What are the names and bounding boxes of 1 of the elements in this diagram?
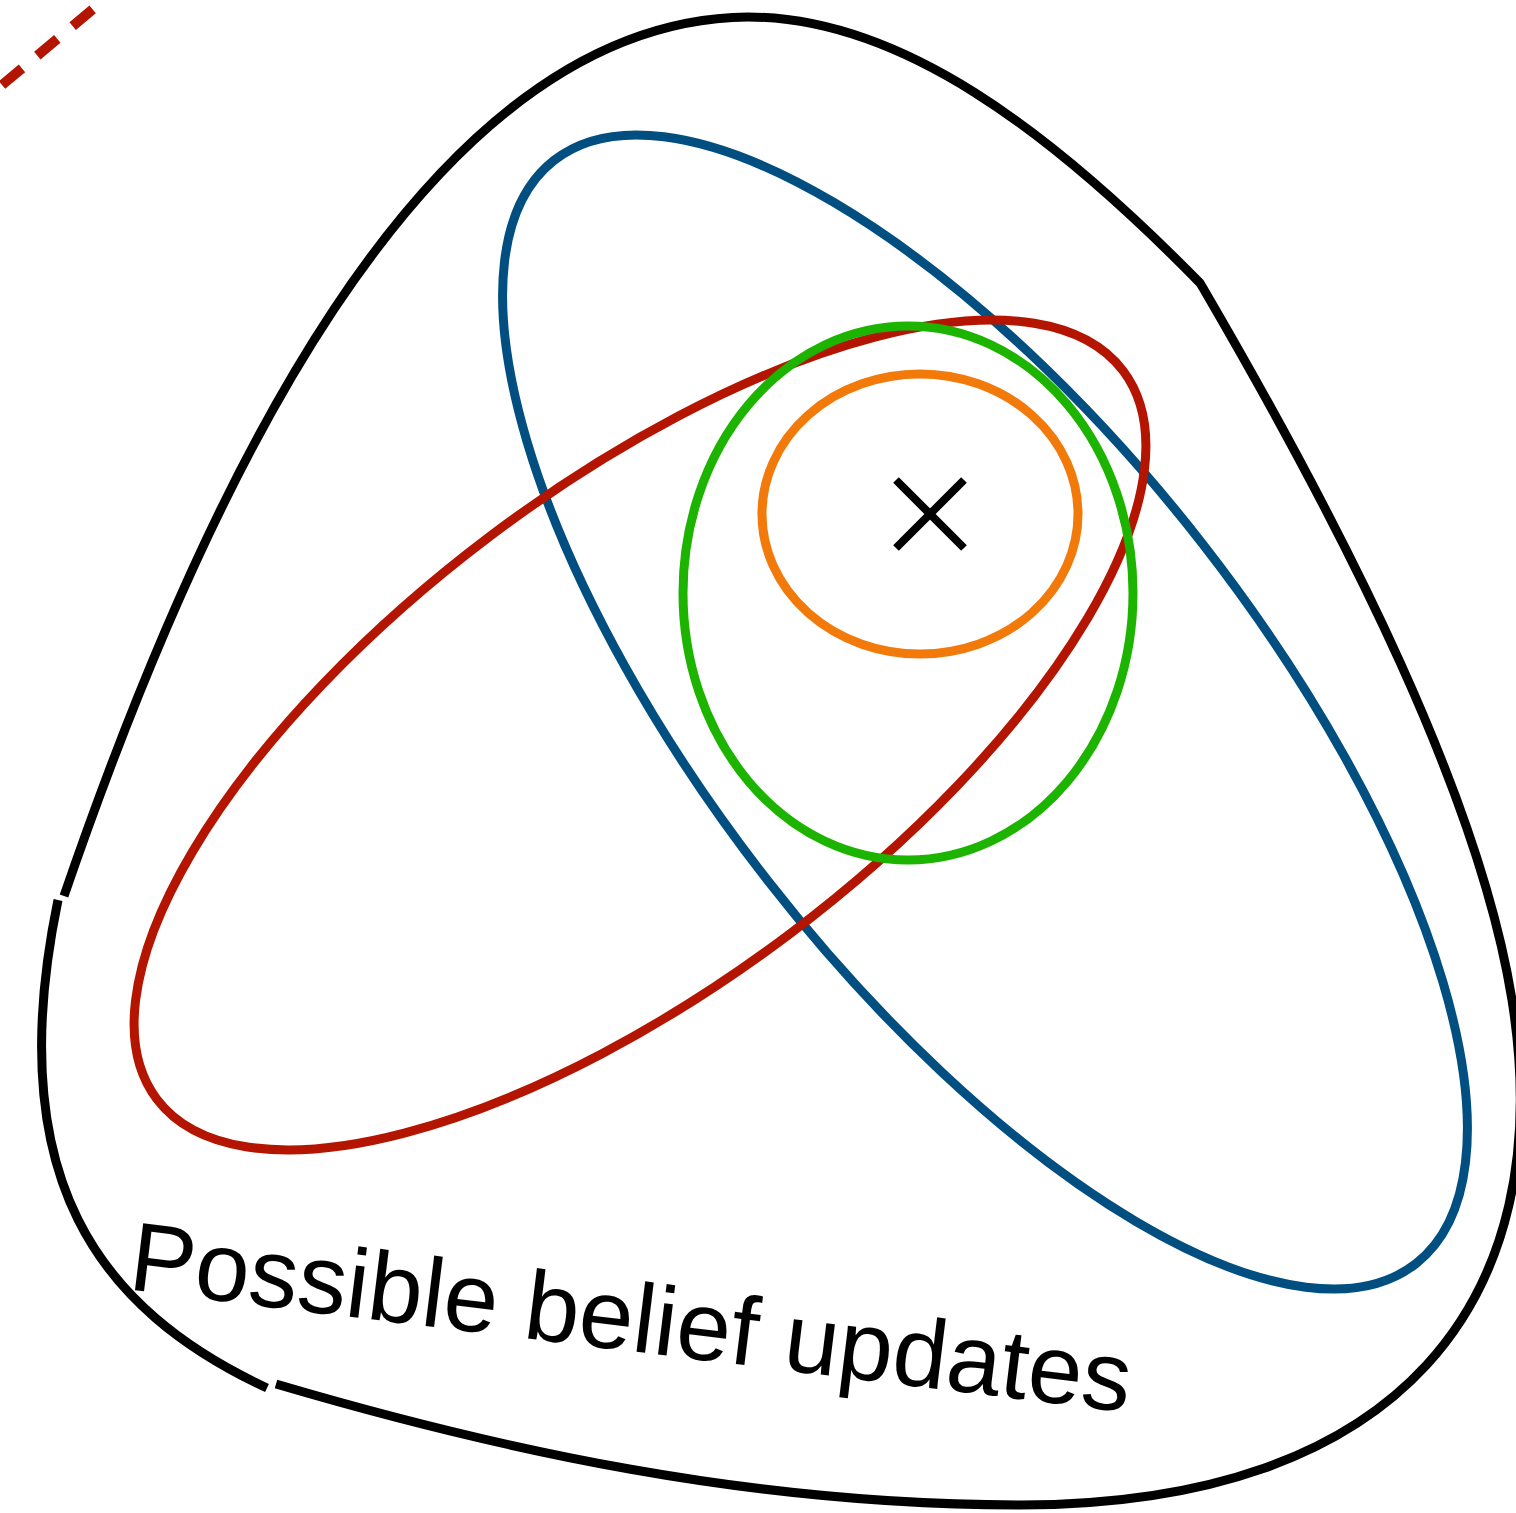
region-label: Possible belief updates <box>124 1200 1139 1435</box>
